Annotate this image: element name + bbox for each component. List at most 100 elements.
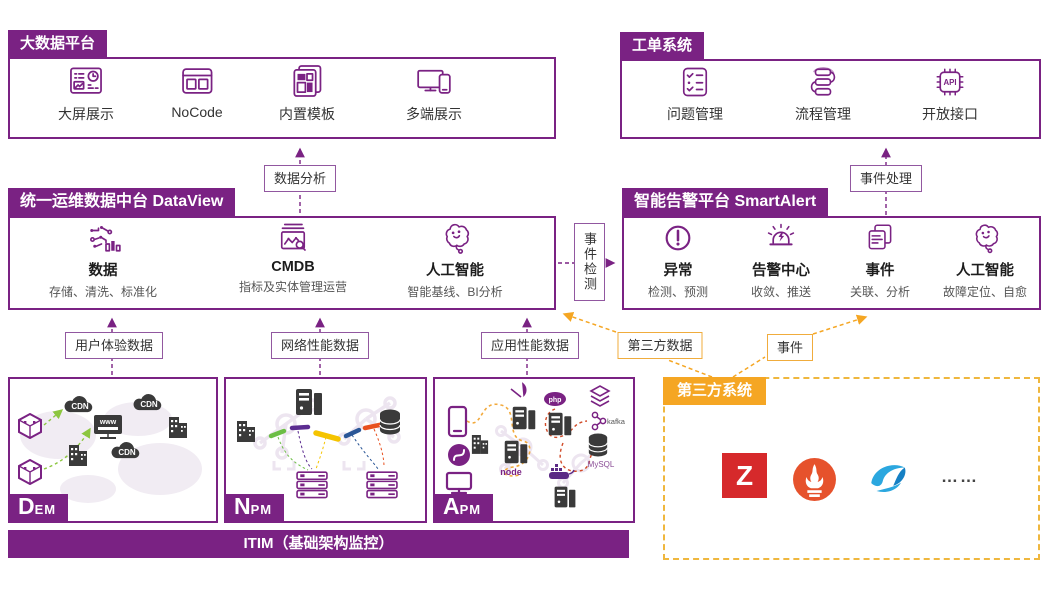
zabbix-letter: Z: [735, 459, 754, 491]
alert-exclamation-icon: [665, 225, 691, 251]
item-sub: 关联、分析: [849, 285, 911, 299]
line-thirdparty-stub: [667, 359, 713, 378]
process-flow-icon: [810, 67, 836, 96]
bigdata-item-screen: 大屏展示: [58, 62, 114, 124]
server-icon: [548, 412, 572, 436]
green-arrow: [43, 409, 64, 426]
app-performance-data-label: 应用性能数据: [480, 332, 580, 359]
cube-icon: [18, 413, 42, 439]
item-label: 事件: [865, 263, 895, 279]
nightingale-bird-logo: [871, 465, 906, 492]
server-icon: [504, 440, 528, 464]
item-label: 问题管理: [667, 106, 723, 122]
npm-initial: N: [234, 493, 251, 519]
event-label: 事件: [766, 334, 814, 361]
item-sub: 存储、清洗、标准化: [48, 285, 158, 299]
monitor-icon: [445, 471, 473, 495]
ticket-item-problem: 问题管理: [667, 64, 723, 124]
item-label: 告警中心: [751, 263, 810, 279]
event-docs-icon: [868, 224, 892, 250]
apm-tab: APM: [435, 493, 494, 521]
layers-icon: [589, 385, 611, 407]
user-experience-data-label: 用户体验数据: [64, 332, 164, 359]
cmdb-chart-icon: [280, 223, 306, 251]
event-detection-label: 事件检测: [574, 223, 605, 301]
cdn-label: CDN: [71, 402, 89, 411]
item-label: 数据: [88, 263, 118, 279]
item-label: 人工智能: [955, 263, 1014, 279]
nocode-browser-icon: [181, 68, 213, 94]
kafka-icon: kafka: [591, 411, 626, 431]
integration-logo-icon: [448, 444, 470, 466]
item-label: 内置模板: [279, 106, 335, 122]
dataview-item-data: 数据 存储、清洗、标准化: [49, 221, 157, 300]
building-icon: [169, 417, 187, 438]
ticket-item-process: 流程管理: [795, 64, 851, 124]
apm-box: php kafka MySQL node APM: [433, 377, 635, 523]
mysql-label: MySQL: [588, 460, 615, 469]
kafka-label: kafka: [607, 417, 626, 426]
ai-brain-icon: [975, 224, 999, 254]
ai-brain-icon: [445, 223, 469, 254]
dashboard-screen-icon: [70, 67, 102, 94]
open-api-icon: API: [936, 68, 964, 96]
third-party-box: Z ……: [663, 377, 1040, 560]
item-sub: 指标及实体管理运营: [238, 280, 348, 294]
smartalert-item-ai: 人工智能 故障定位、自愈: [943, 221, 1027, 300]
line-event-stub: [732, 356, 766, 378]
php-label: php: [549, 397, 562, 404]
green-arrow: [43, 427, 91, 470]
dem-initial: D: [18, 493, 35, 519]
smartalert-item-event: 事件 关联、分析: [850, 221, 910, 300]
item-label: 流程管理: [795, 106, 851, 122]
rack-server-icon: [296, 471, 328, 499]
dem-illustration: CDN CDN CDN www: [18, 394, 202, 503]
www-label: www: [99, 419, 117, 426]
api-text: API: [943, 78, 956, 87]
bigdata-item-multidevice: 多端展示: [406, 62, 462, 124]
server-icon: [296, 389, 322, 415]
item-sub: 检测、预测: [647, 285, 709, 299]
dataview-item-cmdb: CMDB 指标及实体管理运营: [239, 221, 347, 295]
network-performance-data-label: 网络性能数据: [270, 332, 370, 359]
template-icon: [293, 65, 322, 97]
item-label: 多端展示: [406, 106, 462, 122]
ticket-system-title: 工单系统: [620, 32, 705, 59]
dem-rest: EM: [34, 502, 57, 517]
server-icon: [512, 406, 536, 430]
item-label: 人工智能: [426, 263, 484, 279]
item-label: NoCode: [171, 104, 223, 120]
prometheus-logo: [793, 458, 836, 501]
alarm-siren-icon: [767, 223, 795, 246]
building-icon: [237, 421, 255, 442]
smartalert-box: [622, 216, 1041, 310]
smartalert-item-anomaly: 异常 检测、预测: [648, 221, 708, 300]
item-sub: 故障定位、自愈: [942, 285, 1028, 299]
item-sub: 收敛、推送: [750, 285, 812, 299]
npm-box: NPM: [224, 377, 427, 523]
bigdata-platform-box: [8, 57, 556, 139]
problem-checklist-icon: [682, 67, 708, 97]
database-icon: [588, 433, 608, 457]
bigdata-platform-title: 大数据平台: [8, 30, 108, 57]
cube-icon: [18, 459, 42, 485]
trace-curves: [277, 428, 385, 471]
ticket-item-api: API 开放接口: [922, 64, 978, 124]
line-event-to-smartalert: [812, 314, 868, 335]
smartalert-item-alertcenter: 告警中心 收敛、推送: [751, 221, 811, 300]
apm-initial: A: [443, 493, 460, 519]
npm-illustration: [237, 389, 401, 499]
itim-bar: ITIM（基础架构监控）: [8, 530, 629, 558]
apm-illustration: php kafka MySQL node: [445, 382, 626, 508]
building-icon: [471, 435, 489, 454]
npm-tab: NPM: [226, 493, 285, 521]
phone-icon: [447, 405, 468, 438]
zabbix-logo: Z: [722, 453, 767, 498]
multi-device-icon: [417, 69, 451, 94]
npm-rest: PM: [250, 502, 273, 517]
satellite-icon: [510, 382, 527, 398]
trace-paths: [466, 403, 596, 477]
bigdata-item-template: 内置模板: [279, 62, 335, 124]
docker-whale-icon: [549, 464, 575, 479]
